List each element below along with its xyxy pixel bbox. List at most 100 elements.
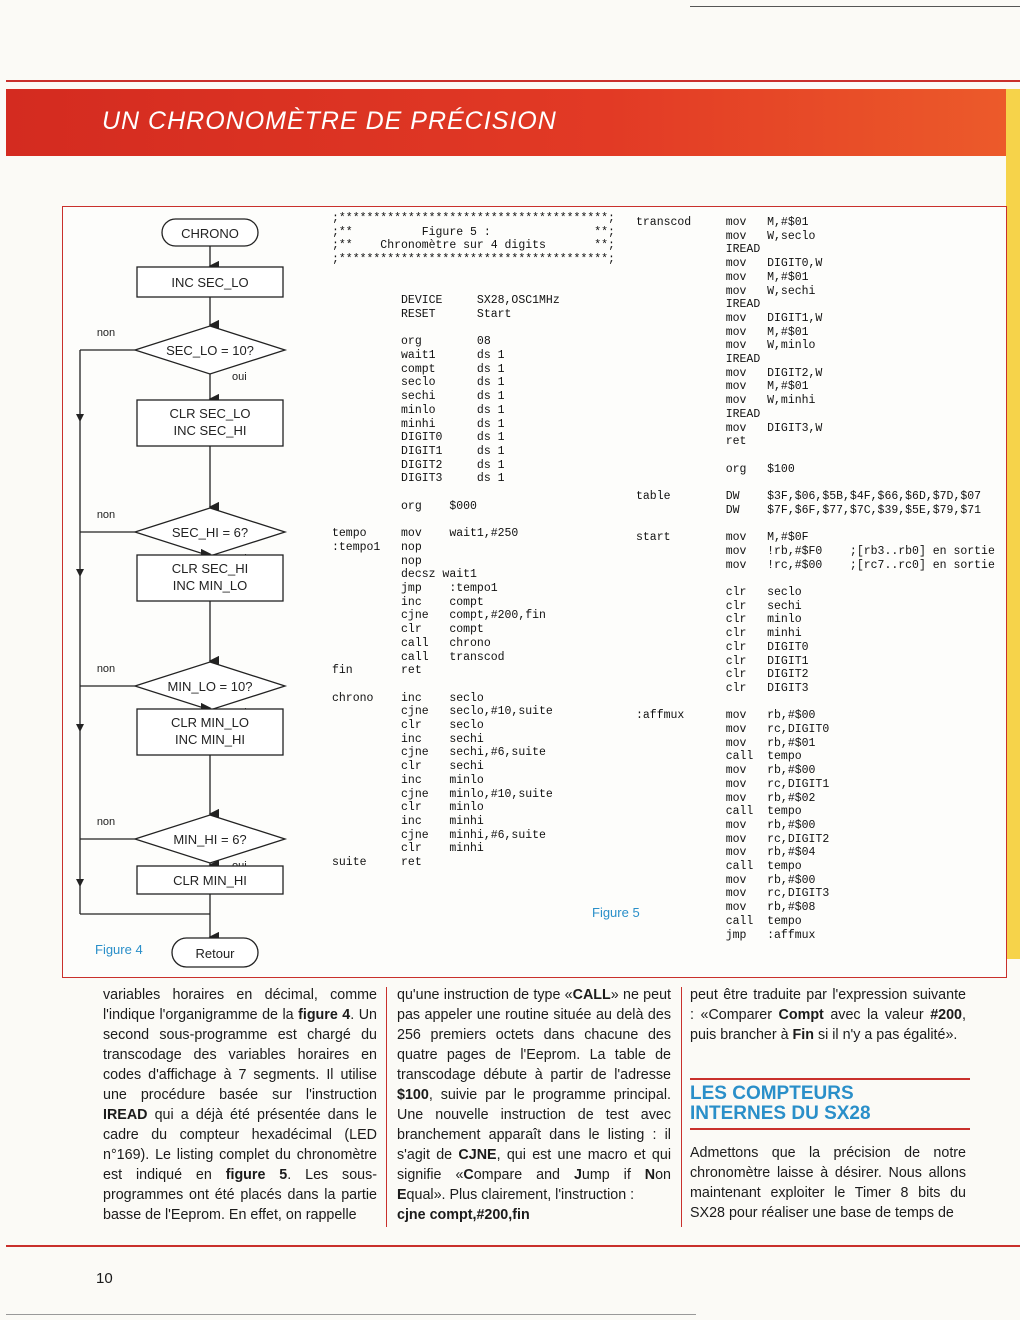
emphasis: C (463, 1167, 474, 1183)
process-label: INC SEC_HI (174, 423, 247, 438)
paragraph: Admettons que la précision de notre chro… (690, 1145, 966, 1221)
code-line: decsz wait1 (332, 568, 477, 582)
code-line: clr seclo (332, 719, 484, 733)
emphasis: E (397, 1187, 407, 1203)
code-line: DIGIT1 ds 1 (332, 444, 505, 458)
code-line: cjne minlo,#10,suite (332, 787, 553, 801)
text-run: qu'une instruction de type « (397, 987, 573, 1003)
code-line: call transcod (332, 650, 505, 664)
code-line: clr minlo (332, 801, 484, 815)
process-box (136, 865, 284, 895)
code-line (636, 476, 995, 490)
code-line: call tempo (636, 750, 802, 764)
body-column-3b: Admettons que la précision de notre chro… (690, 1143, 966, 1223)
code-line: DIGIT0 ds 1 (332, 431, 505, 445)
code-line (332, 281, 615, 295)
code-line: clr sechi (332, 760, 484, 774)
code-line (332, 267, 615, 281)
emphasis: CALL (572, 987, 611, 1003)
code-line (332, 322, 615, 336)
process-label: INC SEC_LO (171, 275, 248, 290)
bus-arrow (76, 414, 84, 422)
code-line: nop (332, 554, 422, 568)
code-line: IREAD (636, 298, 761, 312)
text-run: qual». Plus clairement, l'instruction : (406, 1187, 635, 1203)
no-label: non (97, 509, 115, 521)
header-rule (6, 80, 1020, 82)
code-line: cjne compt,#200,fin (332, 609, 546, 623)
text-run: . Un second sous-programme est chargé du… (103, 1007, 377, 1103)
code-line: ret (636, 435, 747, 449)
code-line: mov rc,DIGIT0 (636, 723, 830, 737)
code-line: DW $7F,$6F,$77,$7C,$39,$5E,$79,$71 (636, 503, 982, 517)
code-line: tempo mov wait1,#250 (332, 527, 519, 541)
code-line: clr DIGIT3 (636, 681, 809, 695)
column-divider (386, 987, 387, 1227)
text-run: si il n'y a pas égalité». (813, 1027, 958, 1043)
code-line: mov !rb,#$F0 ;[rb3..rb0] en sortie (636, 544, 995, 558)
body-column-2: qu'une instruction de type «CALL» ne peu… (397, 985, 671, 1225)
code-line: clr DIGIT2 (636, 668, 809, 682)
emphasis: IREAD (103, 1107, 148, 1123)
code-line: call tempo (636, 914, 802, 928)
code-line (636, 449, 995, 463)
code-line: mov rb,#$08 (636, 901, 816, 915)
code-line: clr DIGIT1 (636, 654, 809, 668)
code-line: transcod mov M,#$01 (636, 216, 809, 229)
code-line (332, 513, 615, 527)
code-line: minhi ds 1 (332, 417, 505, 431)
code-line: mov rb,#$04 (636, 846, 816, 860)
code-line: mov DIGIT1,W (636, 311, 823, 325)
emphasis: Fin (792, 1027, 814, 1043)
code-line: cjne minhi,#6,suite (332, 828, 546, 842)
figure-4-caption: Figure 4 (95, 942, 143, 957)
code-line: mov M,#$01 (636, 325, 809, 339)
process-box (136, 266, 284, 298)
bus-arrow (76, 879, 84, 887)
paragraph: qu'une instruction de type «CALL» ne peu… (397, 985, 671, 1205)
code-line: cjne seclo,#10,suite (332, 705, 553, 719)
code-line: mov W,minhi (636, 394, 816, 408)
code-line: chrono inc seclo (332, 691, 484, 705)
code-line (332, 486, 615, 500)
process-label: CLR SEC_HI (172, 561, 249, 576)
code-line (636, 572, 995, 586)
emphasis: $100 (397, 1087, 429, 1103)
code-line: mov rc,DIGIT2 (636, 832, 830, 846)
code-line: mov rb,#$00 (636, 873, 816, 887)
bottom-rule (6, 1314, 696, 1315)
code-line: cjne sechi,#6,suite (332, 746, 546, 760)
code-line: ;***************************************… (332, 212, 615, 225)
code-line: clr sechi (636, 599, 802, 613)
column-divider (681, 987, 682, 1227)
text-run: avec la valeur (823, 1007, 931, 1023)
code-line: mov rc,DIGIT3 (636, 887, 830, 901)
bus-arrow (76, 569, 84, 577)
text-run: . Les sous-programmes ont été placés dan… (103, 1167, 378, 1223)
code-line: table DW $3F,$06,$5B,$4F,$66,$6D,$7D,$07 (636, 490, 982, 504)
emphasis: figure 5 (225, 1167, 288, 1183)
code-line: mov W,minlo (636, 339, 816, 353)
no-label: non (97, 663, 115, 675)
yes-label: oui (232, 371, 247, 383)
terminal-end-label: Retour (195, 946, 235, 961)
text-run: on (655, 1167, 671, 1183)
code-line: RESET Start (332, 307, 512, 321)
code-line: mov rb,#$00 (636, 764, 816, 778)
code-line: DIGIT3 ds 1 (332, 472, 505, 486)
code-line: call tempo (636, 805, 802, 819)
text-run: , puis brancher à (690, 1007, 966, 1043)
body-column-3: peut être traduite par l'expression suiv… (690, 985, 966, 1045)
emphasis: CJNE (458, 1147, 497, 1163)
emphasis: N (644, 1167, 656, 1183)
code-line: clr DIGIT0 (636, 640, 809, 654)
code-listing-left: ;***************************************… (332, 212, 615, 870)
page-title: UN CHRONOMÈTRE DE PRÉCISION (102, 107, 557, 135)
code-line: clr minhi (636, 627, 802, 641)
text-run: peut être traduite par l'expression suiv… (690, 987, 966, 1023)
section-title-line-1: LES COMPTEURS (690, 1083, 854, 1104)
code-line: mov rb,#$02 (636, 791, 816, 805)
code-line (332, 678, 615, 692)
